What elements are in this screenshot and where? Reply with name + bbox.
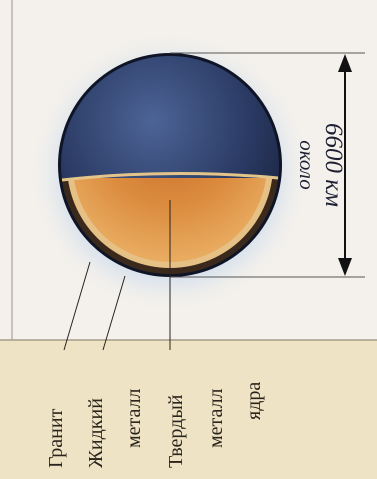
dimension-label-line1: около [295,140,319,189]
label-solid-line3: ядра [243,382,265,420]
label-liquid-line2: металл [123,388,145,448]
label-solid-line2: металл [205,388,227,448]
label-solid-line1: Твердый [165,394,187,468]
label-liquid-line1: Жидкий [85,398,107,468]
dimension-label-line2: 6600 км [320,123,347,207]
label-granite: Гранит [45,408,67,468]
